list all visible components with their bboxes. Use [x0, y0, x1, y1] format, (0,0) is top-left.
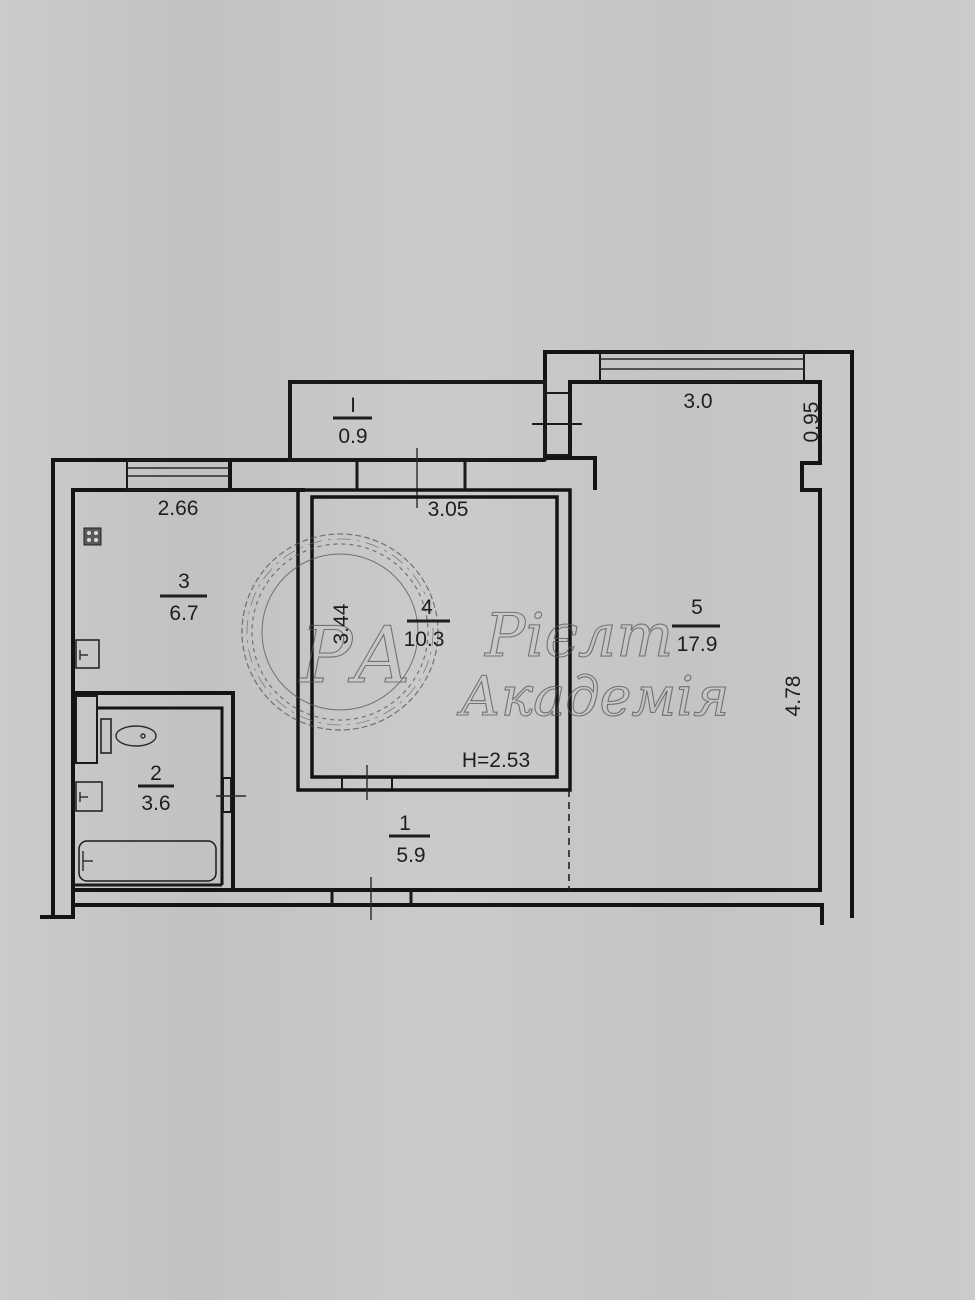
svg-text:5.9: 5.9: [396, 844, 425, 867]
kitchen-sink-icon: [75, 639, 100, 669]
svg-text:3.6: 3.6: [141, 792, 170, 815]
toilet-icon: [100, 718, 157, 754]
dimension-room5-niche: 0.95: [800, 402, 823, 443]
entrance-door: [330, 877, 413, 920]
bathroom-walls: [73, 691, 246, 890]
washbasin-icon: [75, 781, 103, 812]
room-label-1: 1 5.9: [389, 812, 430, 867]
svg-text:0.9: 0.9: [338, 425, 367, 448]
dimension-room4-depth: 3.44: [330, 603, 353, 644]
svg-text:3: 3: [178, 570, 190, 593]
watermark-line-2: Академія: [456, 665, 729, 728]
stove-icon: [83, 527, 102, 546]
svg-text:6.7: 6.7: [169, 602, 198, 625]
room-label-3: 3 6.7: [160, 570, 207, 625]
dimension-room5-width: 3.0: [683, 390, 712, 413]
svg-text:I: I: [350, 394, 356, 417]
exterior-walls: [40, 350, 854, 925]
balcony-room-I: [288, 380, 582, 462]
room-label-4: 4 10.3: [404, 596, 450, 651]
window-kitchen: [126, 459, 230, 491]
dimension-room4-width: 3.05: [428, 498, 469, 521]
room-4-walls: [296, 488, 572, 800]
room-label-I: I 0.9: [333, 394, 372, 448]
dimension-room5-depth: 4.78: [782, 676, 805, 717]
room-label-2: 2 3.6: [138, 762, 174, 815]
svg-text:10.3: 10.3: [404, 628, 445, 651]
watermark-line-1: Рієлт: [484, 601, 673, 671]
svg-text:5: 5: [691, 596, 703, 619]
svg-text:17.9: 17.9: [677, 633, 718, 656]
svg-text:1: 1: [399, 812, 411, 835]
dimension-kitchen-width: 2.66: [158, 497, 199, 520]
watermark-logo: РА Рієлт Академія: [241, 533, 730, 731]
bathtub-icon: [78, 840, 217, 882]
ceiling-height-label: H=2.53: [462, 749, 530, 772]
svg-text:4: 4: [421, 596, 433, 619]
window-living-room: [599, 351, 805, 383]
svg-text:2: 2: [150, 762, 162, 785]
room-label-5: 5 17.9: [672, 596, 720, 656]
watermark-monogram: РА: [298, 611, 412, 701]
